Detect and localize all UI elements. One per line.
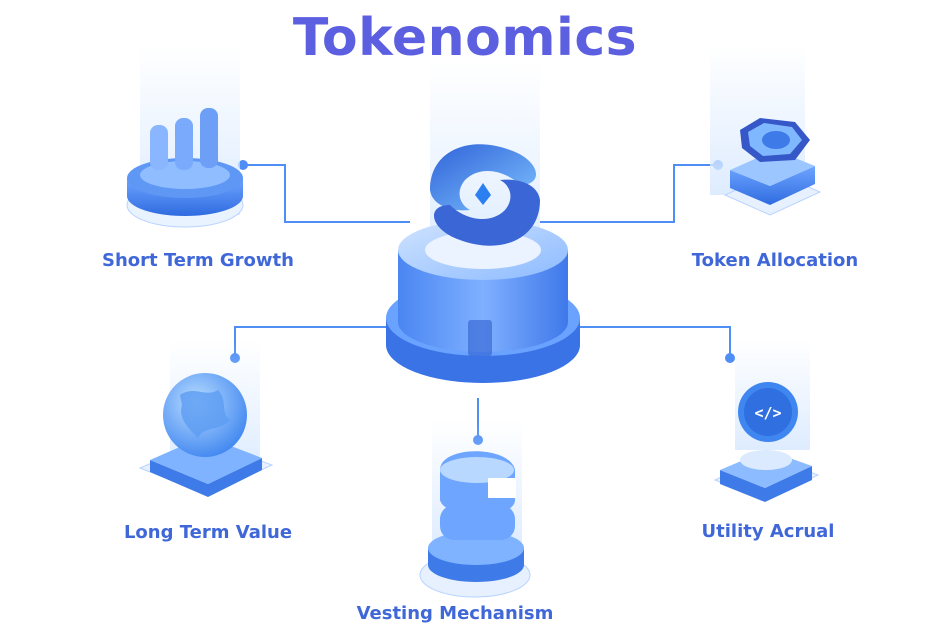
label-short-term-growth: Short Term Growth [102, 250, 294, 271]
hexagon-token-icon [723, 118, 822, 216]
label-vesting-mechanism: Vesting Mechanism [356, 603, 554, 624]
connector-utility-acrual [565, 326, 731, 358]
connector-dot [725, 353, 735, 363]
code-coin-icon: </> [713, 382, 820, 502]
page-title: Tokenomics [292, 8, 638, 68]
svg-text:</>: </> [754, 404, 781, 422]
stacked-rings-icon [419, 451, 531, 598]
label-long-term-value: Long Term Value [123, 522, 293, 543]
hub-cylinder-logo-icon [386, 144, 580, 383]
connector-dot [238, 160, 248, 170]
bar-chart-icon [126, 108, 244, 228]
globe-icon [138, 373, 274, 497]
connector-token-allocation [540, 164, 718, 223]
label-utility-acrual: Utility Acrual [701, 521, 835, 542]
connector-short-term-growth [243, 164, 410, 223]
label-token-allocation: Token Allocation [691, 250, 859, 271]
